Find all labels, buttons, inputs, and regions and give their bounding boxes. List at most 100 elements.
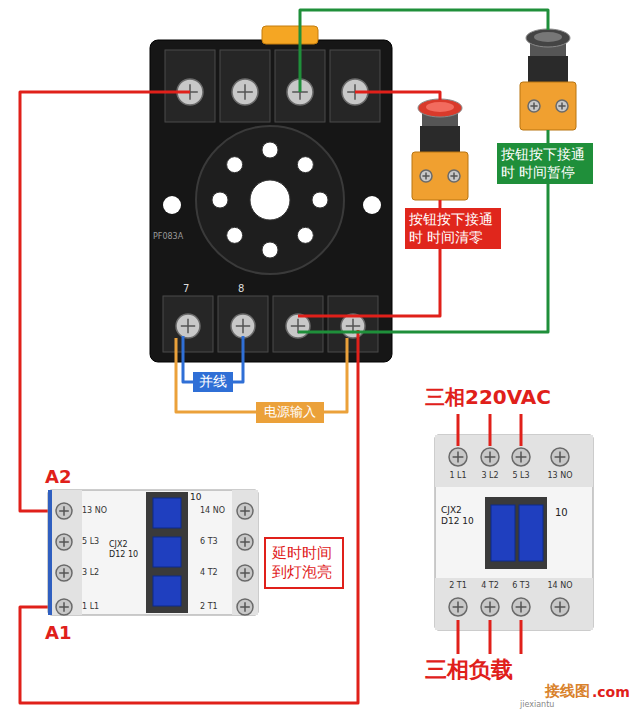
screw-slot — [244, 537, 246, 547]
screw-slot — [520, 602, 522, 613]
screw-head — [231, 314, 255, 338]
terminal-screw — [232, 79, 258, 105]
terminal-code: 2 T1 — [200, 602, 218, 612]
housing-stripe — [48, 490, 52, 615]
socket-body — [150, 40, 392, 362]
terminal-screw — [449, 598, 467, 616]
watermark: .com — [592, 684, 629, 701]
terminal-code: 4 T2 — [481, 581, 499, 591]
screw-head — [481, 598, 499, 616]
contactor — [48, 490, 258, 615]
screw-slot — [63, 506, 65, 516]
contact-code: 10 — [555, 507, 568, 519]
load-label: 三相负载 — [425, 657, 513, 683]
watermark: jiexiantu — [520, 700, 554, 710]
terminal-number: 7 — [183, 283, 189, 295]
terminal-code: 3 L2 — [481, 471, 498, 481]
screw-head — [551, 448, 569, 466]
note-text: 按钮按下接通 时 时间清零 — [409, 211, 497, 246]
screw-head — [556, 100, 568, 112]
screw-head — [420, 170, 432, 182]
pin-hole — [297, 157, 313, 173]
screw-slot — [244, 568, 246, 578]
terminal-screw — [176, 314, 200, 338]
screw-slot — [520, 452, 522, 463]
screw-head — [56, 599, 72, 615]
terminal-number: 8 — [238, 283, 244, 295]
phase-leader — [520, 414, 523, 446]
terminal-screw — [551, 598, 569, 616]
screw-slot — [244, 506, 246, 516]
pin-hole — [227, 227, 243, 243]
terminal-screw — [56, 599, 72, 615]
button-cap-face — [426, 102, 454, 112]
screw-slot — [63, 537, 65, 547]
screw-head — [237, 599, 253, 615]
terminal-screw — [420, 170, 432, 182]
contact-carrier — [519, 505, 543, 561]
terminal-strip — [232, 490, 258, 615]
mounting-hole — [363, 196, 381, 214]
terminal-block — [273, 296, 323, 352]
screw-head — [448, 170, 460, 182]
terminal-screw — [56, 503, 72, 519]
contactor-body: CJX2 D12 1010 — [48, 490, 258, 615]
terminal-code: 3 L2 — [82, 568, 99, 578]
terminal-code: 13 NO — [547, 471, 572, 481]
screw-head — [341, 314, 365, 338]
button-body — [528, 56, 568, 82]
screw-head — [449, 598, 467, 616]
contact-carrier — [153, 537, 181, 567]
pin-hole — [262, 242, 278, 258]
socket-clip — [262, 26, 318, 44]
phase-leader — [457, 620, 460, 654]
terminal-code: 13 NO — [82, 506, 107, 516]
screw-slot — [457, 452, 459, 463]
terminal-code: 2 T1 — [449, 581, 467, 591]
pin-hole — [227, 157, 243, 173]
button-cap — [418, 99, 462, 117]
screw-head — [551, 598, 569, 616]
screw-slot — [489, 452, 491, 463]
screw-slot — [453, 172, 455, 179]
screw-slot — [559, 452, 561, 463]
terminal-strip — [52, 490, 82, 615]
screw-head — [232, 79, 258, 105]
terminal-block — [328, 296, 378, 352]
jumper-tag: 并线 — [193, 372, 233, 392]
screw-slot — [63, 602, 65, 612]
terminal-block — [165, 50, 215, 122]
screw-head — [237, 565, 253, 581]
contactor-body: CJX2 D12 10 10 — [435, 435, 593, 630]
note-text: 并线 — [199, 373, 227, 391]
push-button — [520, 29, 576, 130]
supply-label: 三相220VAC — [425, 385, 551, 409]
reset-note: 按钮按下接通 时 时间清零 — [405, 208, 501, 249]
center-hole — [250, 180, 290, 220]
screw-slot — [561, 102, 563, 109]
screw-head — [528, 100, 540, 112]
model-number: CJX2 D12 10 — [441, 505, 481, 527]
terminal-screw — [449, 448, 467, 466]
terminal-code: 6 T3 — [512, 581, 530, 591]
pause-wire — [300, 10, 548, 92]
terminal-screw — [286, 314, 310, 338]
contact-code: 10 — [190, 492, 201, 503]
note-text: 电源输入 — [264, 404, 316, 420]
screw-slot — [457, 602, 459, 613]
screw-head — [237, 534, 253, 550]
contactor-housing — [435, 435, 593, 630]
terminal-code: 14 NO — [547, 581, 572, 591]
contact-carrier — [153, 498, 181, 528]
power-wire — [176, 338, 347, 412]
terminal-screw — [237, 503, 253, 519]
socket-model: PF083A — [153, 232, 183, 242]
pin-hole — [212, 192, 228, 208]
push-button — [412, 99, 468, 200]
terminal-screw — [512, 448, 530, 466]
terminal-code: 6 T3 — [200, 537, 218, 547]
screw-slot — [533, 102, 535, 109]
reset-wire — [355, 92, 440, 100]
terminal-code: 4 T2 — [200, 568, 218, 578]
screw-slot — [425, 172, 427, 179]
